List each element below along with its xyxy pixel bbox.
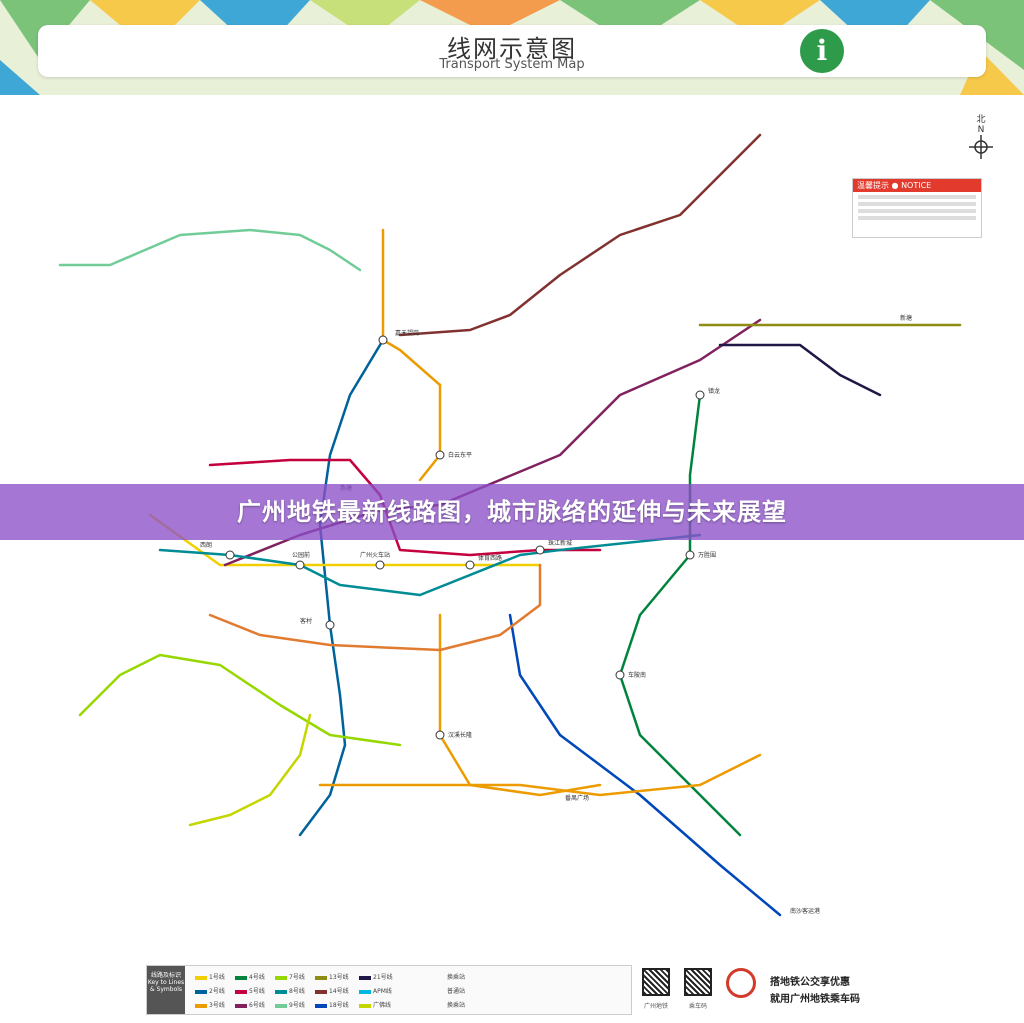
station-label: 珠江新城 bbox=[548, 539, 572, 547]
station-marker[interactable] bbox=[615, 670, 625, 680]
legend-item: APM线 bbox=[359, 986, 392, 995]
station-markers bbox=[225, 335, 705, 740]
legend-swatch bbox=[235, 989, 247, 994]
station-label: 体育西路 bbox=[478, 554, 502, 562]
station-label: 广州火车站 bbox=[360, 551, 390, 559]
legend-swatch bbox=[235, 1003, 247, 1008]
line-8 bbox=[158, 533, 702, 597]
legend-swatch bbox=[315, 975, 327, 980]
compass-north: 北 bbox=[976, 115, 986, 125]
legend-item: 3号线 bbox=[195, 1000, 225, 1009]
compass: 北 N bbox=[966, 112, 996, 166]
station-marker[interactable] bbox=[465, 560, 475, 570]
station-label: 镇龙 bbox=[708, 387, 720, 395]
legend-swatch bbox=[275, 989, 287, 994]
station-label: 嘉禾望岗 bbox=[395, 329, 419, 337]
notice-title: 温馨提示 ● NOTICE bbox=[853, 179, 981, 192]
legend-swatch bbox=[235, 975, 247, 980]
promo-line1: 搭地铁公交享优惠 bbox=[770, 977, 850, 988]
legend-swatch bbox=[195, 989, 207, 994]
station-marker[interactable] bbox=[295, 560, 305, 570]
qr-caption: 乘车码 bbox=[688, 1003, 707, 1010]
notice-box: 温馨提示 ● NOTICE bbox=[852, 178, 982, 238]
legend-swatch bbox=[315, 1003, 327, 1008]
legend-swatch bbox=[275, 975, 287, 980]
station-label: 南沙客运港 bbox=[790, 907, 820, 915]
legend-item: 18号线 bbox=[315, 1000, 349, 1009]
line-3-branch bbox=[318, 753, 762, 797]
legend-item: 7号线 bbox=[275, 972, 305, 981]
line-guangfo bbox=[188, 713, 312, 827]
station-label: 白云东平 bbox=[448, 451, 472, 459]
notice-line bbox=[858, 209, 976, 213]
legend-key-label: 线路及标识 Key to Lines & Symbols bbox=[147, 966, 185, 1014]
page-title: 线网示意图 bbox=[447, 35, 577, 63]
legend-item: 21号线 bbox=[359, 972, 393, 981]
legend-item: 9号线 bbox=[275, 1000, 305, 1009]
promo-line2: 就用广州地铁乘车码 bbox=[770, 994, 860, 1005]
notice-line bbox=[858, 216, 976, 220]
notice-line bbox=[858, 202, 976, 206]
station-label: 客村 bbox=[300, 617, 312, 625]
station-marker[interactable] bbox=[535, 545, 545, 555]
legend-item: 14号线 bbox=[315, 986, 349, 995]
station-label: 公园前 bbox=[292, 551, 310, 559]
legend-item: 8号线 bbox=[275, 986, 305, 995]
station-marker[interactable] bbox=[325, 620, 335, 630]
legend-item: 广佛线 bbox=[359, 1000, 391, 1009]
line-11-loop bbox=[208, 563, 542, 652]
line-7 bbox=[78, 653, 402, 747]
station-marker[interactable] bbox=[375, 560, 385, 570]
station-marker[interactable] bbox=[435, 450, 445, 460]
station-marker[interactable] bbox=[378, 335, 388, 345]
compass-icon bbox=[969, 135, 993, 159]
line-3-south bbox=[438, 613, 602, 797]
legend-swatch bbox=[359, 989, 371, 994]
metro-logo-icon bbox=[726, 968, 756, 998]
legend-item: 6号线 bbox=[235, 1000, 265, 1009]
station-label: 车陂南 bbox=[628, 671, 646, 679]
line-21 bbox=[718, 343, 882, 397]
legend-swatch bbox=[359, 975, 371, 980]
line-18 bbox=[508, 613, 782, 917]
notice-line bbox=[858, 195, 976, 199]
headline-banner: 广州地铁最新线路图，城市脉络的延伸与未来展望 bbox=[0, 484, 1024, 540]
info-button[interactable]: i bbox=[800, 29, 844, 73]
legend-item: 1号线 bbox=[195, 972, 225, 981]
legend-item: 13号线 bbox=[315, 972, 349, 981]
legend-swatch bbox=[195, 975, 207, 980]
station-label: 西朗 bbox=[200, 541, 212, 549]
qr-code-metro[interactable] bbox=[642, 968, 670, 996]
qr-code-pass[interactable] bbox=[684, 968, 712, 996]
legend-swatch bbox=[359, 1003, 371, 1008]
station-label: 新塘 bbox=[900, 314, 912, 322]
qr-caption: 广州地铁 bbox=[643, 1003, 668, 1010]
headline-text: 广州地铁最新线路图，城市脉络的延伸与未来展望 bbox=[237, 498, 787, 526]
legend-item: 普通站 bbox=[447, 988, 466, 995]
line-9 bbox=[58, 228, 362, 272]
station-marker[interactable] bbox=[225, 550, 235, 560]
line-2 bbox=[298, 338, 385, 837]
legend-item: 5号线 bbox=[235, 986, 265, 995]
legend: 线路及标识 Key to Lines & Symbols 1号线 2号线 3号线… bbox=[146, 965, 632, 1015]
station-marker[interactable] bbox=[685, 550, 695, 560]
legend-item: 换乘站 bbox=[447, 974, 466, 981]
legend-item: 换乘站 bbox=[447, 1002, 466, 1009]
station-label: 番禺广场 bbox=[565, 794, 589, 802]
station-label: 汉溪长隆 bbox=[448, 731, 472, 739]
line-14 bbox=[398, 133, 762, 337]
legend-item: 4号线 bbox=[235, 972, 265, 981]
legend-item: 2号线 bbox=[195, 986, 225, 995]
station-label: 万胜围 bbox=[698, 551, 716, 559]
station-marker[interactable] bbox=[695, 390, 705, 400]
legend-swatch bbox=[275, 1003, 287, 1008]
header-card: 线网示意图 Transport System Map i bbox=[38, 25, 986, 77]
station-marker[interactable] bbox=[435, 730, 445, 740]
page-subtitle: Transport System Map bbox=[439, 57, 585, 72]
compass-north-en: N bbox=[977, 125, 985, 135]
legend-swatch bbox=[315, 989, 327, 994]
line-3-north bbox=[381, 228, 442, 482]
line-4 bbox=[618, 393, 742, 837]
legend-swatch bbox=[195, 1003, 207, 1008]
